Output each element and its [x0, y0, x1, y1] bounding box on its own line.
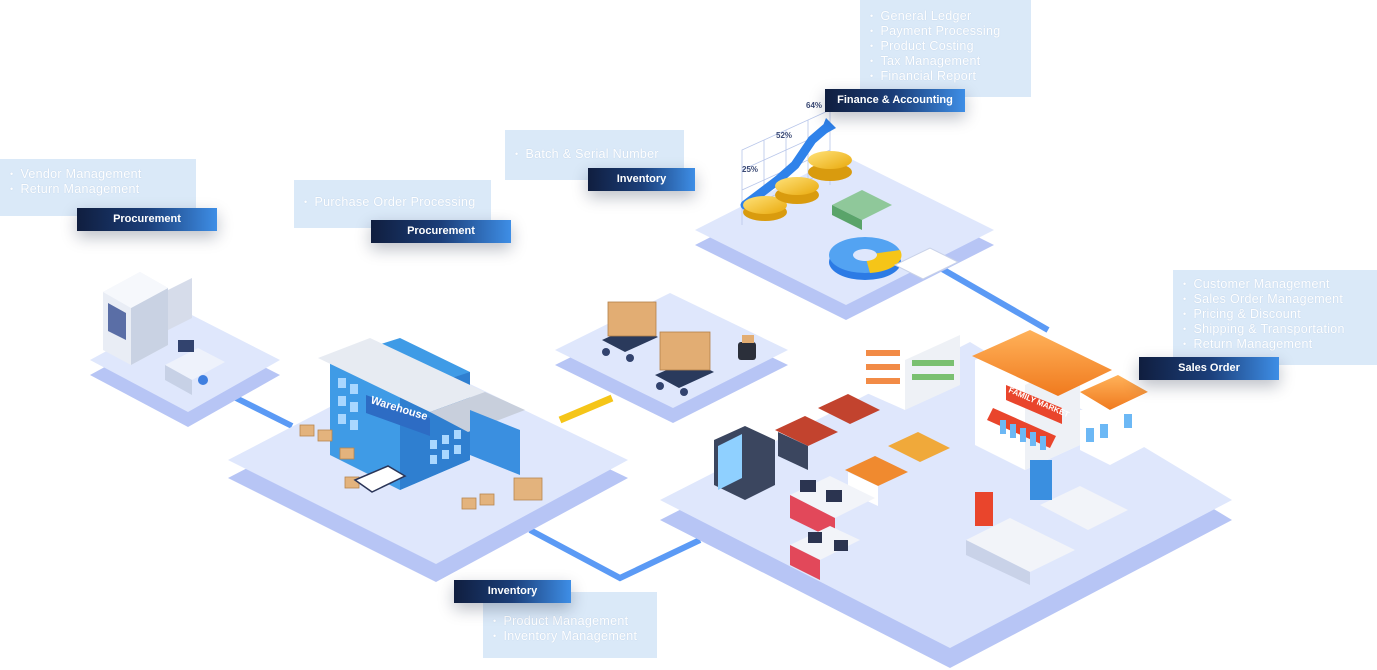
inventory-batch-tag: Inventory	[588, 168, 695, 191]
feature-inventory-management: Inventory Management	[493, 629, 647, 644]
finance-platform: 25% 52% 64%	[695, 101, 994, 320]
inventory-carts-platform	[555, 293, 788, 423]
feature-return-management: Return Management	[10, 182, 186, 197]
procurement-vendor-features: Vendor Management Return Management	[0, 159, 196, 216]
chart-label-25: 25%	[742, 165, 758, 174]
procurement-vendor-tag: Procurement	[77, 208, 217, 231]
supermarket-platform	[660, 330, 1232, 668]
feature-general-ledger: General Ledger	[870, 9, 1021, 24]
inventory-product-features: Product Management Inventory Management	[483, 592, 657, 658]
feature-product-costing: Product Costing	[870, 39, 1021, 54]
procurement-po-tag: Procurement	[371, 220, 511, 243]
sales-order-tag: Sales Order	[1139, 357, 1279, 380]
inventory-product-tag: Inventory	[454, 580, 571, 603]
sales-order-features: Customer Management Sales Order Manageme…	[1173, 270, 1377, 365]
feature-return-management-sales: Return Management	[1183, 337, 1367, 352]
chart-label-52: 52%	[776, 131, 792, 140]
feature-shipping-transportation: Shipping & Transportation	[1183, 322, 1367, 337]
finance-features: General Ledger Payment Processing Produc…	[860, 0, 1031, 97]
feature-tax-management: Tax Management	[870, 54, 1021, 69]
feature-product-management: Product Management	[493, 614, 647, 629]
finance-tag: Finance & Accounting	[825, 89, 965, 112]
feature-vendor-management: Vendor Management	[10, 167, 186, 182]
connector-lines	[226, 259, 1050, 582]
procurement-station-platform	[90, 272, 280, 427]
feature-customer-management: Customer Management	[1183, 277, 1367, 292]
feature-batch-serial-number: Batch & Serial Number	[515, 147, 674, 162]
feature-pricing-discount: Pricing & Discount	[1183, 307, 1367, 322]
feature-financial-report: Financial Report	[870, 69, 1021, 84]
feature-sales-order-management: Sales Order Management	[1183, 292, 1367, 307]
warehouse-platform	[228, 338, 628, 582]
feature-purchase-order-processing: Purchase Order Processing	[304, 195, 481, 210]
chart-label-64: 64%	[806, 101, 822, 110]
feature-payment-processing: Payment Processing	[870, 24, 1021, 39]
